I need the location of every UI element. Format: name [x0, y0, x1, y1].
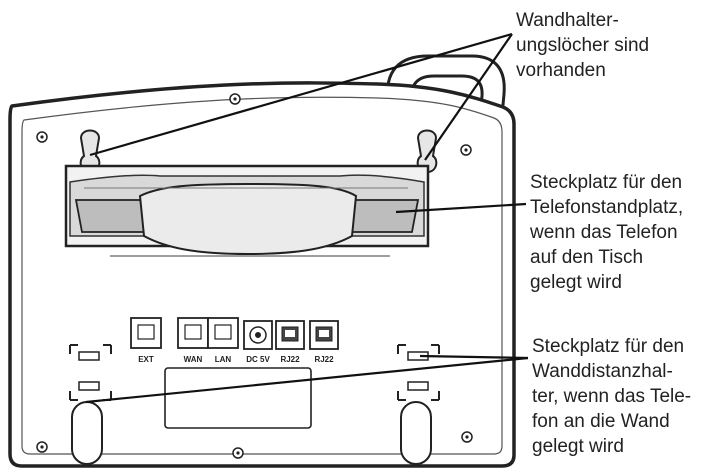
screw-top-left — [36, 131, 48, 143]
screw-top-right — [460, 144, 472, 156]
screw-bottom-right — [461, 431, 473, 443]
callout-wall-mount-holes: Wandhalter- ungslöcher sind vorhanden — [516, 10, 650, 81]
leader-line-spacer-right — [419, 354, 529, 360]
port-ext: EXT — [130, 317, 162, 364]
port-rj22-1: RJ22 — [275, 320, 305, 364]
port-wan: WAN — [177, 317, 209, 364]
port-label-rj22-1: RJ22 — [280, 355, 300, 364]
callout-wall-spacer-slot: Steckplatz für den Wanddistanzhal- ter, … — [532, 336, 692, 457]
handset-cradle — [64, 164, 430, 257]
leader-line-wall-hole-right — [424, 33, 513, 161]
leader-lines — [85, 32, 529, 404]
screw-bottom-left — [36, 441, 48, 453]
port-label-wan: WAN — [184, 355, 203, 364]
port-label-ext: EXT — [138, 355, 154, 364]
port-rj22-2: RJ22 — [309, 320, 339, 364]
wall-mount-hole-right — [416, 129, 438, 174]
port-label-rj22-2: RJ22 — [314, 355, 334, 364]
port-dc-power: DC 5V — [243, 320, 273, 364]
port-label-dc: DC 5V — [246, 355, 270, 364]
leader-line-wall-hole-left — [89, 32, 513, 157]
label-recess — [164, 367, 312, 429]
callout-desk-stand-slot: Steckplatz für den Telefonstandplatz, we… — [530, 172, 684, 293]
leader-line-desk-stand — [395, 202, 527, 214]
screw-top-center — [229, 93, 241, 105]
screw-bottom-center — [232, 447, 244, 459]
handset-hook — [385, 54, 506, 118]
port-lan: LAN — [207, 317, 239, 364]
port-label-lan: LAN — [215, 355, 232, 364]
spacer-slot-right — [397, 344, 440, 465]
leader-line-spacer-left — [85, 356, 529, 404]
